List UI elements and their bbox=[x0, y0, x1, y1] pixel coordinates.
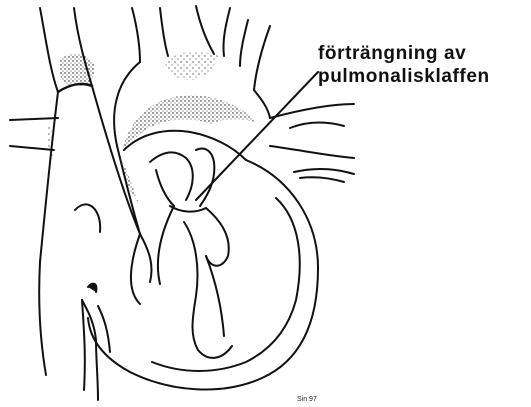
artist-signature: Sin 97 bbox=[297, 396, 317, 403]
annotation-label: förträngning av pulmonalisklaffen bbox=[318, 42, 528, 88]
pulmonary-valve bbox=[124, 131, 246, 212]
annotation-line-1: förträngning av bbox=[318, 42, 528, 65]
stipple-shading bbox=[48, 51, 256, 202]
right-ventricle bbox=[88, 160, 318, 389]
callout-leader-line bbox=[196, 72, 318, 200]
annotation-line-2: pulmonalisklaffen bbox=[318, 65, 528, 88]
